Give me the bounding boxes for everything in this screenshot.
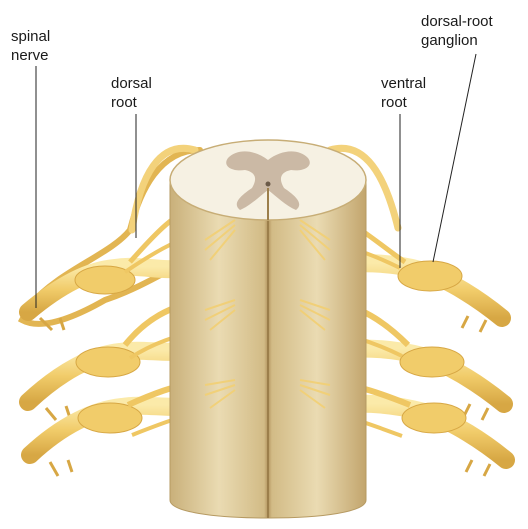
spinal-nerve-label-line2: nerve — [11, 46, 50, 65]
dorsal-root-ganglion-leader — [433, 54, 476, 262]
dorsal-root-label: dorsal root — [111, 74, 152, 112]
ventral-root-label-line2: root — [381, 93, 426, 112]
ventral-root-label: ventral root — [381, 74, 426, 112]
central-canal — [266, 182, 271, 187]
dorsal-root-ganglion-label: dorsal-root ganglion — [421, 12, 493, 50]
spinal-cord — [170, 178, 366, 518]
spinal-nerve-label-line1: spinal — [11, 27, 50, 46]
dorsal-root-ganglion-label-line1: dorsal-root — [421, 12, 493, 31]
cord-cross-section — [170, 140, 366, 220]
dorsal-root-label-line1: dorsal — [111, 74, 152, 93]
ventral-root-label-line1: ventral — [381, 74, 426, 93]
dorsal-root-label-line2: root — [111, 93, 152, 112]
spinal-nerve-label: spinal nerve — [11, 27, 50, 65]
dorsal-root-ganglion-label-line2: ganglion — [421, 31, 493, 50]
